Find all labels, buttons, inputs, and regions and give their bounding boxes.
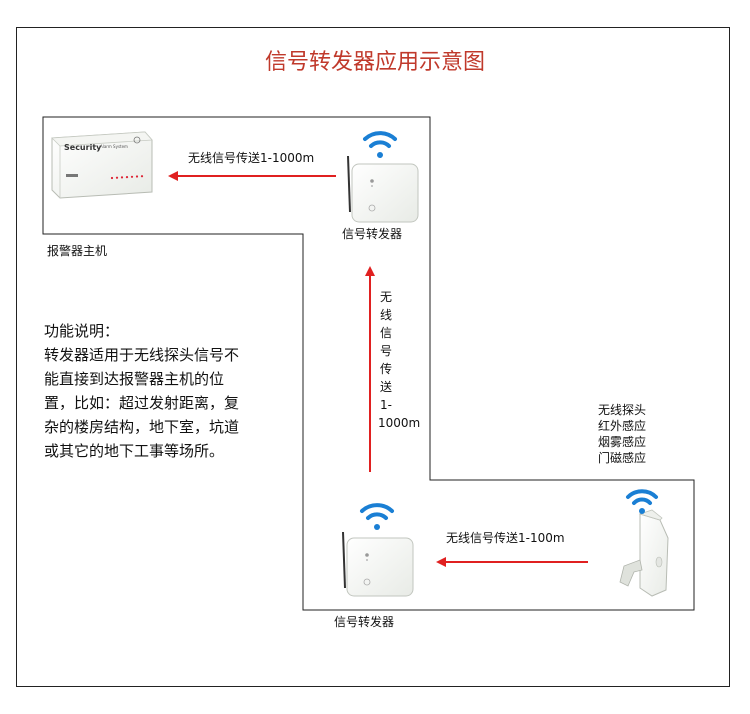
repeater-bottom-label: 信号转发器 — [334, 615, 394, 630]
link-vertical-char: 1- — [378, 396, 394, 414]
repeater-top-device — [348, 156, 418, 222]
host-panel-mark — [66, 174, 78, 177]
link-vertical-char: 无 — [378, 288, 394, 306]
sensor-type-item: 无线探头 — [598, 402, 646, 418]
link-vertical-char: 1000m — [378, 414, 394, 432]
wifi-icon-bottom — [362, 505, 392, 530]
link-vertical-char: 送 — [378, 378, 394, 396]
description-line: 功能说明： — [44, 319, 284, 343]
description-line: 或其它的地下工事等场所。 — [44, 439, 284, 463]
description-line: 能直接到达报警器主机的位 — [44, 367, 284, 391]
sensor-device — [620, 510, 668, 596]
sensor-type-item: 烟雾感应 — [598, 434, 646, 450]
repeater-bottom-device — [343, 532, 413, 596]
antenna-icon — [348, 156, 350, 212]
sensor-type-list: 无线探头 红外感应 烟雾感应 门磁感应 — [598, 402, 646, 466]
link-vertical-char: 线 — [378, 306, 394, 324]
alarm-host-device: Security Alarm System — [52, 132, 152, 198]
function-description: 功能说明： 转发器适用于无线探头信号不 能直接到达报警器主机的位 置，比如：超过… — [44, 319, 284, 463]
link-vertical-char: 信 — [378, 324, 394, 342]
sensor-bracket — [620, 560, 642, 586]
link-host-label: 无线信号传送1-1000m — [188, 151, 314, 166]
wifi-icon-top — [365, 133, 395, 158]
description-line: 杂的楼房结构，地下室，坑道 — [44, 415, 284, 439]
sensor-type-item: 红外感应 — [598, 418, 646, 434]
link-vertical-label: 无 线 信 号 传 送 1- 1000m — [378, 288, 394, 432]
link-vertical-char: 传 — [378, 360, 394, 378]
host-brand-sub-text: Alarm System — [100, 144, 128, 149]
repeater-top-label: 信号转发器 — [342, 227, 402, 242]
link-sensor-label: 无线信号传送1-100m — [446, 531, 565, 546]
alarm-host-label: 报警器主机 — [47, 244, 107, 259]
link-vertical-char: 号 — [378, 342, 394, 360]
description-line: 置，比如：超过发射距离，复 — [44, 391, 284, 415]
host-brand-text: Security — [64, 143, 102, 152]
antenna-icon — [343, 532, 345, 588]
description-line: 转发器适用于无线探头信号不 — [44, 343, 284, 367]
sensor-type-item: 门磁感应 — [598, 450, 646, 466]
